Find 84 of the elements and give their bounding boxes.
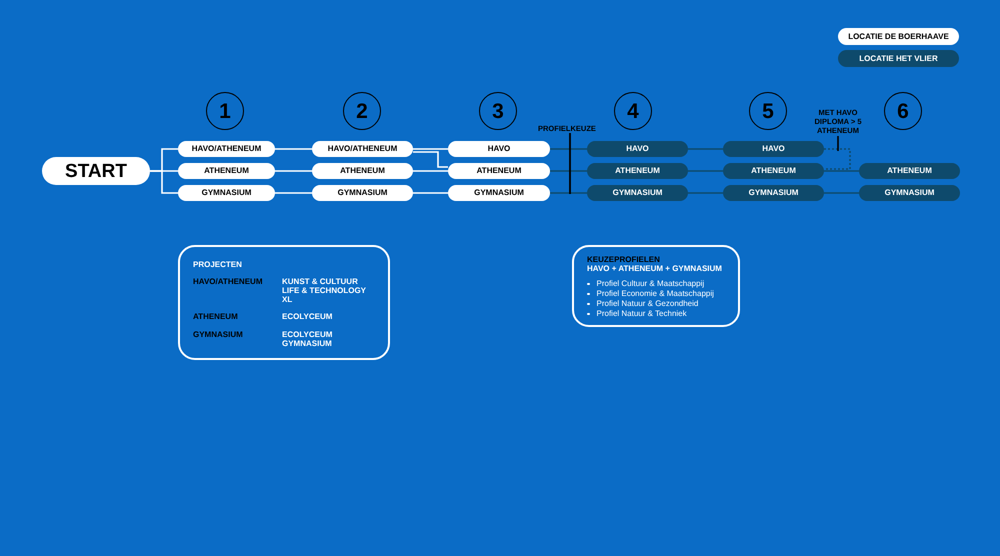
start-label: START <box>65 162 127 180</box>
pill-label: ATHENEUM <box>340 167 385 175</box>
stage-pill <box>859 185 960 201</box>
stage-pill <box>723 185 824 201</box>
connector-line <box>275 170 312 172</box>
step-number: 5 <box>762 100 774 122</box>
pill-label: GYMNASIUM <box>884 189 934 197</box>
connector-line <box>550 192 587 194</box>
step-number: 2 <box>356 100 368 122</box>
panel-text: ECOLYCEUM <box>282 312 332 321</box>
stage-pill <box>312 163 413 179</box>
connector-line <box>275 192 312 194</box>
step-circle <box>479 92 517 130</box>
panel-text: ATHENEUM <box>193 312 238 321</box>
stage-pill <box>448 185 550 201</box>
stage-pill <box>448 141 550 157</box>
stage-pill <box>859 163 960 179</box>
connector-line <box>275 148 312 150</box>
connector-line <box>824 170 859 172</box>
stage-pill <box>587 141 688 157</box>
stage-pill <box>312 185 413 201</box>
panel-heading: KEUZEPROFIELEN <box>587 255 660 264</box>
connector-line <box>688 170 723 172</box>
panel-text: HAVO/ATHENEUM <box>193 277 262 286</box>
pill-label: GYMNASIUM <box>338 189 388 197</box>
step-circle <box>884 92 922 130</box>
pill-label: ATHENEUM <box>204 167 249 175</box>
list-item: Profiel Natuur & Gezondheid <box>596 299 698 309</box>
pill-label: ATHENEUM <box>476 167 522 175</box>
step-circle <box>206 92 244 130</box>
step-number: 6 <box>897 100 909 122</box>
stage-pill <box>178 163 275 179</box>
stage-pill <box>312 141 413 157</box>
stage-pill <box>587 185 688 201</box>
panel-text: HAVO + ATHENEUM + GYMNASIUM <box>587 264 722 273</box>
panel-text: GYMNASIUM <box>193 330 243 339</box>
start-pill <box>42 157 150 185</box>
dotted-connector <box>824 148 851 170</box>
connector-line <box>413 151 448 168</box>
step-circle <box>749 92 787 130</box>
stage-pill <box>448 163 550 179</box>
pill-label: GYMNASIUM <box>474 189 524 197</box>
connector-line <box>413 192 448 194</box>
stage-pill <box>723 163 824 179</box>
step-number: 3 <box>492 100 504 122</box>
panel-heading: PROJECTEN <box>193 260 242 269</box>
step-circle <box>614 92 652 130</box>
stage-pill <box>723 141 824 157</box>
connector-line <box>413 148 448 150</box>
info-panel <box>572 245 740 327</box>
pill-label: HAVO/ATHENEUM <box>192 145 262 153</box>
list-item: Profiel Economie & Maatschappij <box>596 289 714 299</box>
stage-pill <box>178 185 275 201</box>
pill-label: GYMNASIUM <box>612 189 662 197</box>
connector-line <box>550 170 587 172</box>
step-number: 1 <box>219 100 231 122</box>
connector-line <box>824 192 859 194</box>
panel-text: LIFE & TECHNOLOGY XL <box>282 286 367 304</box>
list-item: Profiel Cultuur & Maatschappij <box>596 279 704 289</box>
legend-label: LOCATIE DE BOERHAAVE <box>848 32 949 40</box>
connector-line <box>150 170 178 194</box>
pill-label: GYMNASIUM <box>202 189 252 197</box>
legend-label: LOCATIE HET VLIER <box>859 54 938 62</box>
pill-label: HAVO/ATHENEUM <box>328 145 398 153</box>
step-circle <box>343 92 381 130</box>
info-panel <box>178 245 390 360</box>
panel-text: KUNST & CULTUUR <box>282 277 358 286</box>
pill-label: HAVO <box>488 145 510 153</box>
pill-label: ATHENEUM <box>751 167 796 175</box>
step-number: 4 <box>627 100 639 122</box>
panel-text: ECOLYCEUM GYMNASIUM <box>282 330 334 348</box>
connector-line <box>688 192 723 194</box>
list-item: Profiel Natuur & Techniek <box>596 309 687 319</box>
pill-label: ATHENEUM <box>887 167 932 175</box>
connector-line <box>550 148 587 150</box>
pill-label: ATHENEUM <box>615 167 660 175</box>
stage-pill <box>587 163 688 179</box>
stage-pill <box>178 141 275 157</box>
connector-line <box>413 170 448 172</box>
pill-label: GYMNASIUM <box>748 189 798 197</box>
pill-label: HAVO <box>762 145 785 153</box>
leader-line <box>837 136 839 151</box>
connector-line <box>688 148 723 150</box>
pill-label: HAVO <box>626 145 649 153</box>
